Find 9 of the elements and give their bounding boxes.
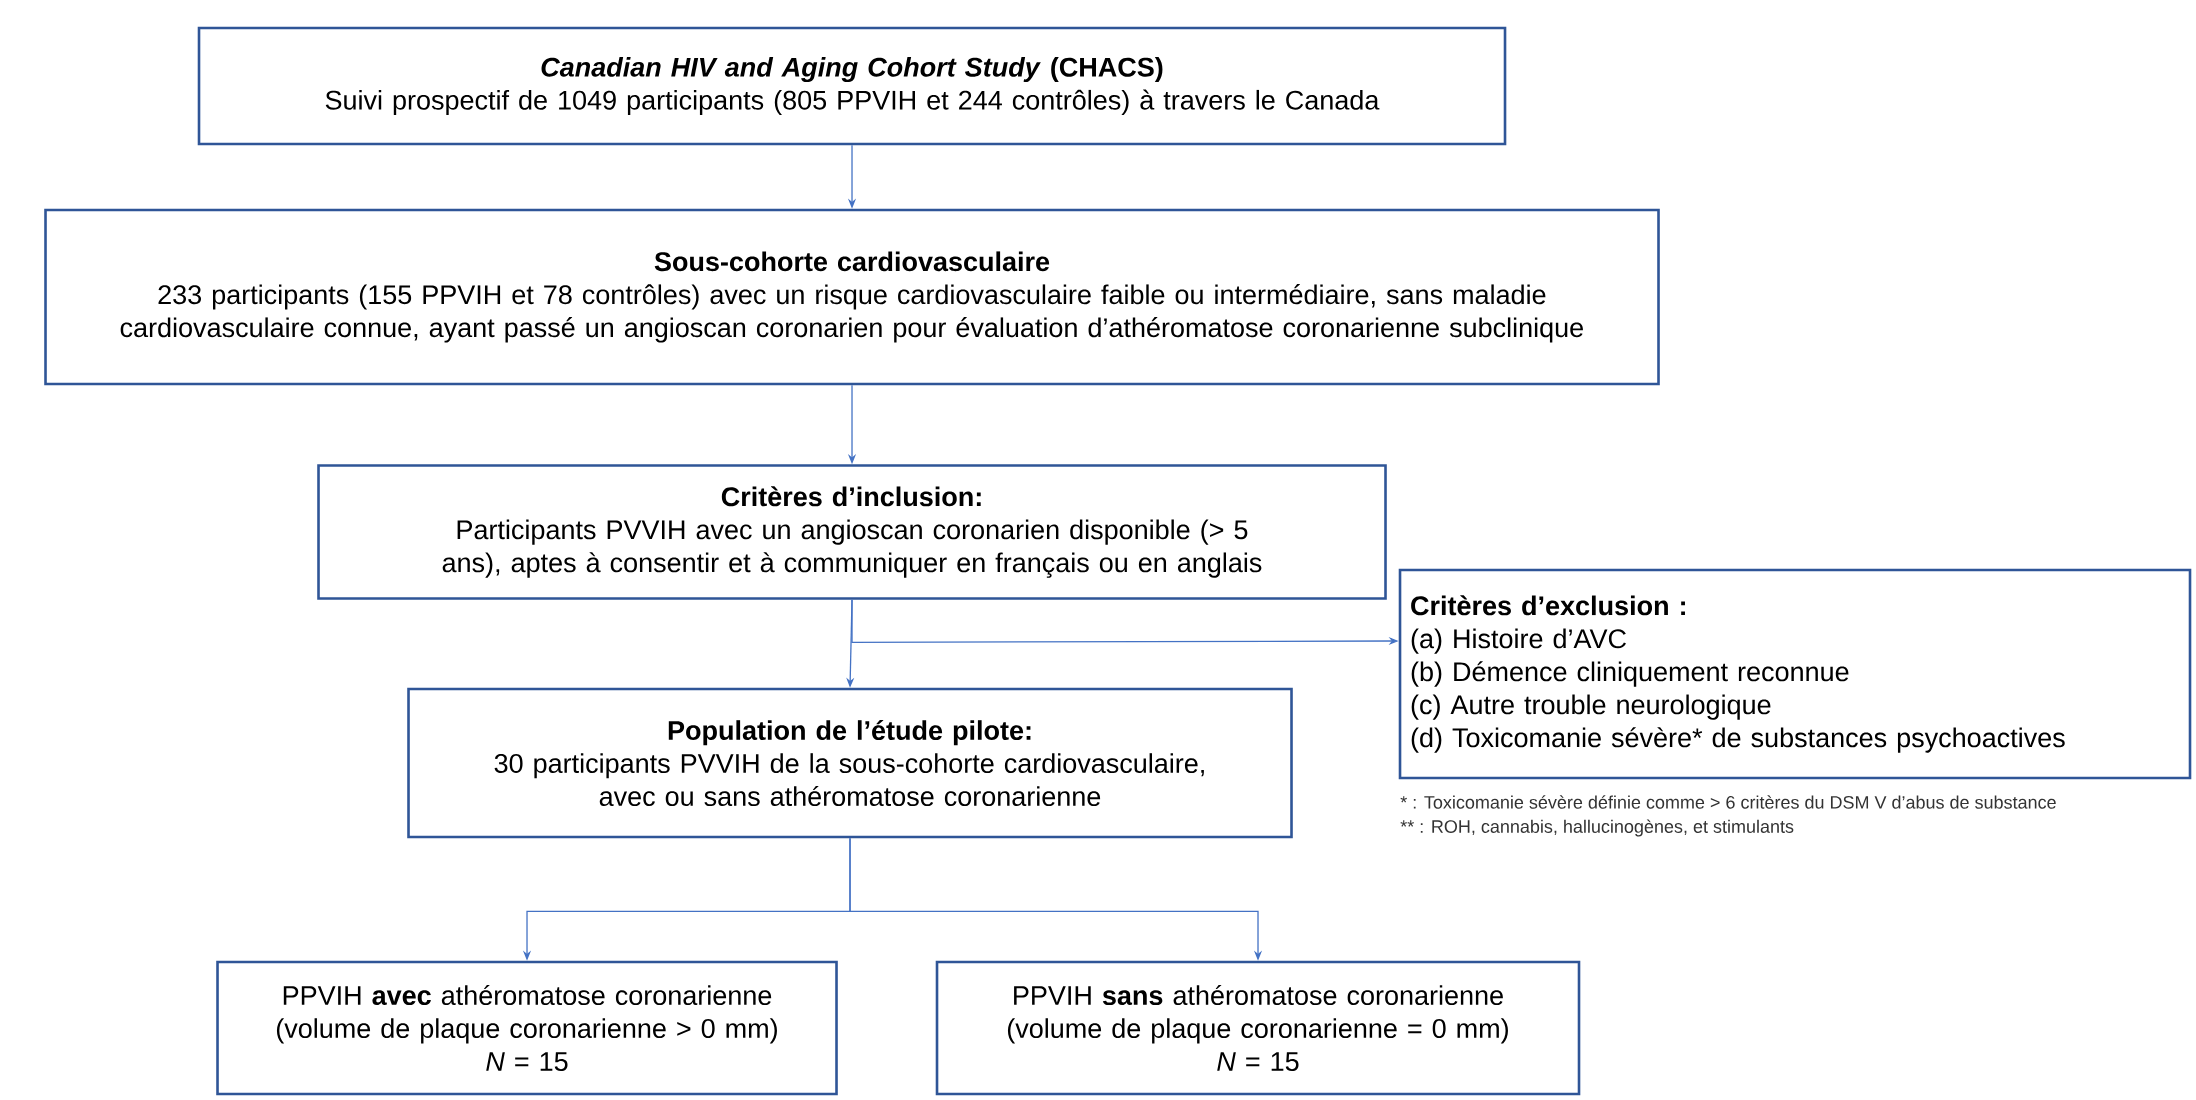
process-box: Sous-cohorte cardiovasculaire 233 participants (155 PPVIH et 78 contrôles) avec un risque cardiovasculaire faible ou intermédiaire, sans maladie cardiovasculaire connue, ayant passé un angioscan coronarien pour évaluation d’athéromatose coronarienne subclinique xyxy=(44,208,1660,386)
process-box: PPVIH avec athéromatose coronarienne (volume de plaque coronarienne > 0 mm) N = 15 xyxy=(216,960,838,1096)
process-box: Population de l’étude pilote: 30 participants PVVIH de la sous-cohorte cardiovasculaire, avec ou sans athéromatose coronarienne xyxy=(407,687,1293,839)
process-box: Canadian HIV and Aging Cohort Study (CHACS) Suivi prospectif de 1049 participants (805 PPVIH et 244 contrôles) à travers le Canada xyxy=(197,26,1507,146)
process-box: Critères d’inclusion: Participants PVVIH avec un angioscan coronarien disponible (> 5 ans), aptes à consentir et à communiquer en français ou en anglais xyxy=(317,464,1387,600)
process-box: PPVIH sans athéromatose coronarienne (volume de plaque coronarienne = 0 mm) N = 15 xyxy=(935,960,1581,1096)
footnote: ** : ROH, cannabis, hallucinogènes, et stimulants xyxy=(1400,819,1794,837)
process-box: Critères d’exclusion : (a) Histoire d’AVC (b) Démence cliniquement reconnue (c) Autre trouble neurologique (d) Toxicomanie sévère* de substances psychoactives xyxy=(1398,568,2192,780)
footnote: * : Toxicomanie sévère définie comme > 6 critères du DSM V d’abus de substance xyxy=(1400,795,2056,809)
